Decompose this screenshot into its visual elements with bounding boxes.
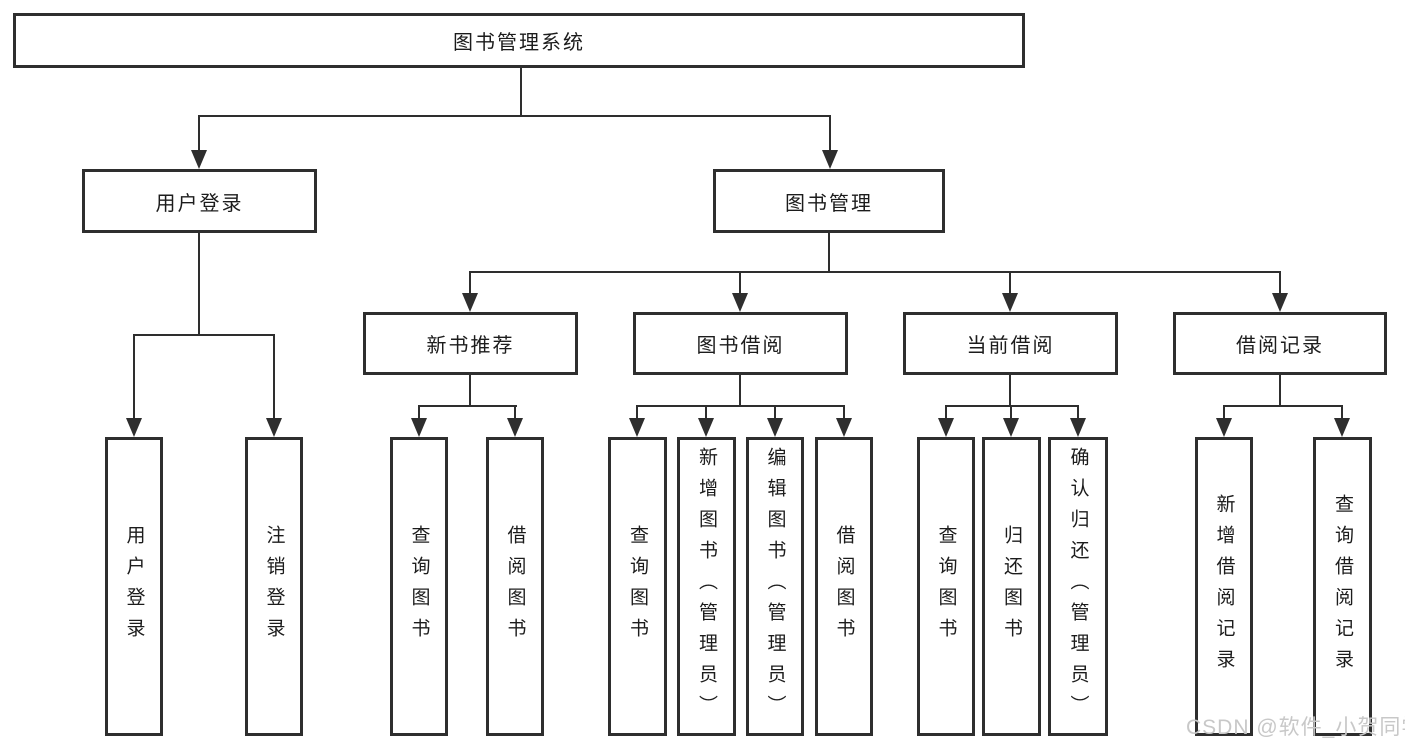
leaf-borrow-books-borrow-label: 借阅图书	[833, 524, 855, 649]
leaf-borrow-books-recommend-label: 借阅图书	[504, 524, 526, 649]
connector-bookmgmt-stub-1	[469, 271, 471, 294]
connector-bookmgmt-stub-2	[739, 271, 741, 294]
leaf-query-books-recommend: 查询图书	[390, 437, 448, 736]
arrow-down-icon	[629, 418, 645, 437]
node-borrow-records: 借阅记录	[1173, 312, 1387, 375]
connector-borrow-stub-3	[774, 405, 776, 419]
connector-root-hline	[198, 115, 831, 117]
node-book-borrow-label: 图书借阅	[696, 335, 785, 357]
connector-borrow-stub-4	[843, 405, 845, 419]
connector-userlogin-hline	[133, 334, 275, 336]
connector-records-vline	[1279, 375, 1281, 406]
connector-bookmgmt-stub-4	[1279, 271, 1281, 294]
leaf-query-books-borrow-label: 查询图书	[627, 524, 648, 649]
connector-current-stub-1	[945, 405, 947, 419]
leaf-return-books: 归还图书	[982, 437, 1041, 736]
node-root: 图书管理系统	[13, 13, 1025, 68]
node-current-borrow: 当前借阅	[903, 312, 1118, 375]
connector-borrow-stub-2	[705, 405, 707, 419]
connector-borrow-hline	[636, 405, 845, 407]
node-book-borrow: 图书借阅	[633, 312, 848, 375]
arrow-down-icon	[836, 418, 852, 437]
leaf-query-books-recommend-label: 查询图书	[408, 524, 430, 649]
leaf-query-books-borrow: 查询图书	[608, 437, 667, 736]
connector-bookmgmt-stub-3	[1009, 271, 1011, 294]
node-current-borrow-label: 当前借阅	[966, 335, 1055, 357]
arrow-down-icon	[938, 418, 954, 437]
arrow-down-icon	[698, 418, 714, 437]
connector-borrow-stub-1	[636, 405, 638, 419]
leaf-query-borrow-record: 查询借阅记录	[1313, 437, 1372, 736]
leaf-edit-books-admin-label: 编辑图书（管理员）	[764, 447, 786, 726]
node-book-management: 图书管理	[713, 169, 945, 233]
connector-userlogin-stub-2	[273, 334, 275, 419]
node-user-login: 用户登录	[82, 169, 317, 233]
connector-recommend-vline	[469, 375, 471, 406]
leaf-query-borrow-record-label: 查询借阅记录	[1332, 493, 1353, 680]
node-book-management-label: 图书管理	[785, 192, 873, 215]
leaf-query-books-current-label: 查询图书	[935, 524, 957, 649]
connector-userlogin-stub-1	[133, 334, 135, 419]
leaf-logout-label: 注销登录	[263, 524, 285, 649]
arrow-down-icon	[767, 418, 783, 437]
connector-recommend-stub-2	[514, 405, 516, 419]
arrow-down-icon	[1334, 418, 1350, 437]
node-root-label: 图书管理系统	[453, 32, 585, 54]
arrow-down-icon	[411, 418, 427, 437]
leaf-add-books-admin: 新增图书（管理员）	[677, 437, 736, 736]
arrow-down-icon	[822, 150, 838, 169]
leaf-return-books-label: 归还图书	[1001, 524, 1022, 649]
arrow-down-icon	[732, 293, 748, 312]
arrow-down-icon	[191, 150, 207, 169]
node-new-book-recommend-label: 新书推荐	[426, 335, 515, 357]
connector-root-stub-right	[829, 115, 831, 151]
connector-bookmgmt-vline	[828, 233, 830, 272]
connector-current-stub-2	[1010, 405, 1012, 419]
connector-recommend-hline	[418, 405, 517, 407]
leaf-edit-books-admin: 编辑图书（管理员）	[746, 437, 804, 736]
leaf-add-borrow-record-label: 新增借阅记录	[1213, 493, 1235, 680]
leaf-borrow-books-recommend: 借阅图书	[486, 437, 544, 736]
leaf-logout: 注销登录	[245, 437, 303, 736]
connector-recommend-stub-1	[418, 405, 420, 419]
connector-current-stub-3	[1077, 405, 1079, 419]
arrow-down-icon	[462, 293, 478, 312]
connector-current-vline	[1009, 375, 1011, 406]
arrow-down-icon	[1070, 418, 1086, 437]
leaf-query-books-current: 查询图书	[917, 437, 975, 736]
arrow-down-icon	[266, 418, 282, 437]
connector-current-hline	[945, 405, 1079, 407]
node-user-login-label: 用户登录	[155, 192, 244, 215]
connector-records-hline	[1223, 405, 1343, 407]
leaf-user-login-label: 用户登录	[123, 524, 145, 649]
leaf-confirm-return-admin-label: 确认归还（管理员）	[1067, 447, 1089, 726]
node-new-book-recommend: 新书推荐	[363, 312, 578, 375]
arrow-down-icon	[1003, 418, 1019, 437]
leaf-confirm-return-admin: 确认归还（管理员）	[1048, 437, 1108, 736]
connector-bookmgmt-hline	[469, 271, 1281, 273]
watermark-text: CSDN @软件_小贺同学	[1186, 716, 1405, 739]
connector-userlogin-vline	[198, 233, 200, 335]
connector-borrow-vline	[739, 375, 741, 406]
leaf-user-login: 用户登录	[105, 437, 163, 736]
connector-root-vline	[520, 68, 522, 116]
leaf-add-borrow-record: 新增借阅记录	[1195, 437, 1253, 736]
connector-root-stub-left	[198, 115, 200, 151]
arrow-down-icon	[1272, 293, 1288, 312]
arrow-down-icon	[126, 418, 142, 437]
leaf-borrow-books-borrow: 借阅图书	[815, 437, 873, 736]
arrow-down-icon	[1216, 418, 1232, 437]
connector-records-stub-2	[1341, 405, 1343, 419]
connector-records-stub-1	[1223, 405, 1225, 419]
leaf-add-books-admin-label: 新增图书（管理员）	[696, 447, 717, 726]
arrow-down-icon	[1002, 293, 1018, 312]
node-borrow-records-label: 借阅记录	[1236, 335, 1324, 357]
arrow-down-icon	[507, 418, 523, 437]
